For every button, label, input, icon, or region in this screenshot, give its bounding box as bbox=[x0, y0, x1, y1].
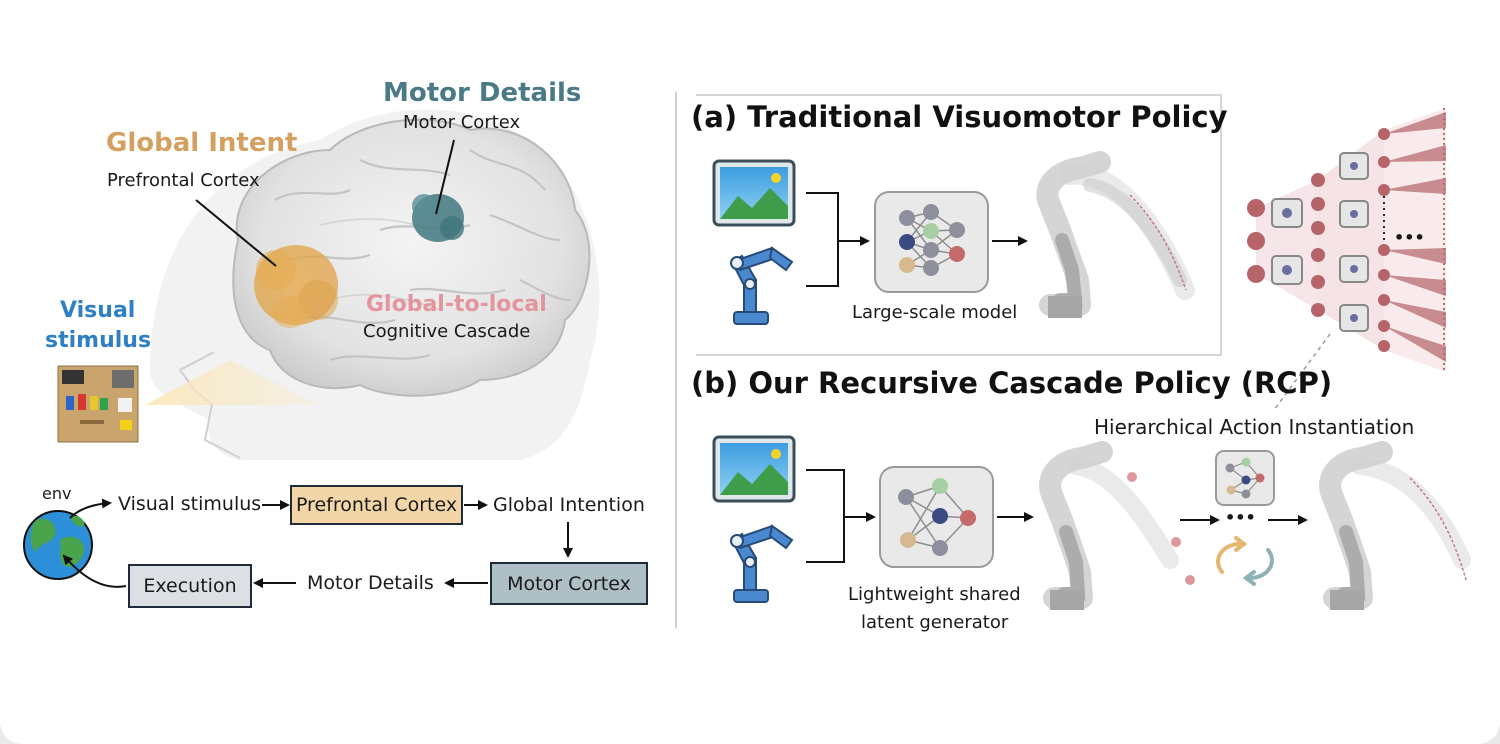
motor-pointer-line bbox=[435, 139, 455, 215]
hierarchy-tree bbox=[1247, 108, 1446, 411]
robot-arm-icon-a bbox=[730, 246, 794, 325]
image-input-icon-a bbox=[712, 159, 796, 227]
motor-details-title: Motor Details bbox=[383, 78, 582, 108]
recursion-cycle-icon bbox=[1216, 536, 1274, 586]
image-input-icon-b bbox=[712, 435, 796, 503]
global-intention-label: Global Intention bbox=[493, 494, 645, 516]
global-intent-title: Global Intent bbox=[106, 128, 298, 158]
visual-stimulus-flow-label: Visual stimulus bbox=[118, 493, 262, 515]
panel-a-frame bbox=[696, 94, 1222, 356]
visual-stimulus-title-line1: Visual bbox=[60, 298, 136, 323]
shared-latent-generator-icon bbox=[879, 466, 994, 568]
cascade-ellipsis: ••• bbox=[1225, 508, 1256, 527]
motor-cortex-blob bbox=[412, 194, 464, 242]
inputs-to-generator-arrow-b bbox=[806, 469, 845, 563]
env-to-stimulus-arrow bbox=[69, 498, 112, 519]
prefrontal-pointer-line bbox=[195, 199, 277, 267]
execution-box: Execution bbox=[128, 564, 252, 608]
prefrontal-cortex-label: Prefrontal Cortex bbox=[107, 170, 260, 191]
robot-arm-icon-b bbox=[730, 524, 794, 603]
recursive-generator-icon bbox=[1215, 450, 1275, 506]
generator-label-line2: latent generator bbox=[861, 612, 1009, 633]
large-scale-model-label: Large-scale model bbox=[852, 302, 1018, 323]
robot-trajectory-a bbox=[1036, 151, 1195, 318]
tree-ellipsis: ••• bbox=[1394, 228, 1425, 247]
hierarchy-label: Hierarchical Action Instantiation bbox=[1094, 415, 1415, 439]
env-label: env bbox=[42, 484, 72, 503]
earth-globe-icon bbox=[23, 510, 93, 580]
vision-beam bbox=[145, 360, 320, 405]
robot-trajectory-b1 bbox=[1039, 441, 1195, 610]
motor-cortex-box: Motor Cortex bbox=[490, 562, 648, 605]
motor-cortex-label: Motor Cortex bbox=[403, 112, 521, 133]
inputs-to-model-arrow-a bbox=[806, 192, 839, 287]
visual-stimulus-title-line2: stimulus bbox=[45, 328, 152, 353]
robot-trajectory-b2 bbox=[1319, 441, 1471, 610]
execution-to-env-arrow bbox=[62, 554, 127, 588]
motor-details-flow-label: Motor Details bbox=[307, 572, 434, 594]
panel-b-title: (b) Our Recursive Cascade Policy (RCP) bbox=[691, 366, 1333, 400]
global-to-local-title: Global-to-local bbox=[366, 292, 547, 317]
generator-label-line1: Lightweight shared bbox=[848, 584, 1021, 605]
cognitive-cascade-label: Cognitive Cascade bbox=[363, 321, 531, 342]
workspace-photo bbox=[57, 365, 139, 443]
prefrontal-cortex-box: Prefrontal Cortex bbox=[290, 485, 463, 525]
panel-a-title: (a) Traditional Visuomotor Policy bbox=[691, 100, 1228, 134]
large-scale-model-icon bbox=[874, 191, 989, 293]
